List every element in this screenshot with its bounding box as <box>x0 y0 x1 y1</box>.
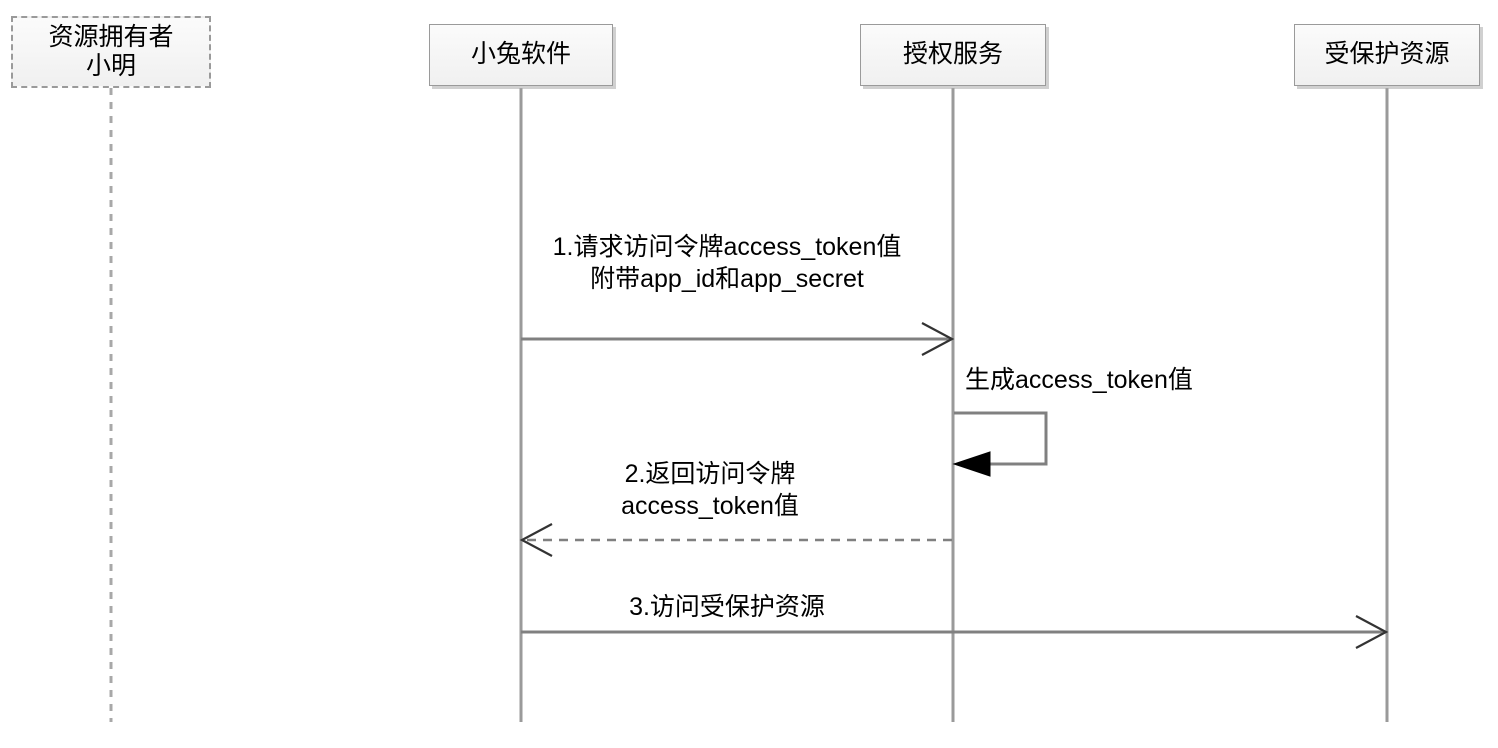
message-label-1-line-2: 附带app_id和app_secret <box>590 265 864 293</box>
message-label-2-line-2: access_token值 <box>621 492 799 520</box>
participant-label-resource-owner-line-1: 资源拥有者 <box>48 22 174 51</box>
message-label-1-line-1: 1.请求访问令牌access_token值 <box>552 233 902 261</box>
participant-box-protected-resource[interactable]: 受保护资源 <box>1294 24 1480 86</box>
participant-label-protected-resource: 受保护资源 <box>1324 40 1450 69</box>
participant-box-client-app[interactable]: 小兔软件 <box>429 24 613 86</box>
message-arrow-self-1 <box>952 411 1048 477</box>
participant-box-auth-service[interactable]: 授权服务 <box>860 24 1046 86</box>
message-label-2: 2.返回访问令牌 access_token值 <box>621 458 799 522</box>
participant-label-auth-service: 授权服务 <box>902 40 1003 69</box>
message-label-self-1-line-1: 生成access_token值 <box>965 366 1193 394</box>
message-arrow-2 <box>519 523 952 557</box>
message-label-3: 3.访问受保护资源 <box>629 591 825 623</box>
message-label-3-line-1: 3.访问受保护资源 <box>629 593 825 621</box>
message-arrow-1 <box>521 322 955 356</box>
message-label-2-line-1: 2.返回访问令牌 <box>624 460 796 488</box>
message-label-1: 1.请求访问令牌access_token值 附带app_id和app_secre… <box>553 231 902 295</box>
participant-label-resource-owner-line-2: 小明 <box>85 52 136 80</box>
message-arrow-3 <box>521 615 1389 649</box>
participant-label-client-app: 小兔软件 <box>470 40 571 69</box>
participant-box-resource-owner[interactable]: 资源拥有者 小明 <box>11 16 211 88</box>
message-label-self-1: 生成access_token值 <box>965 364 1193 396</box>
